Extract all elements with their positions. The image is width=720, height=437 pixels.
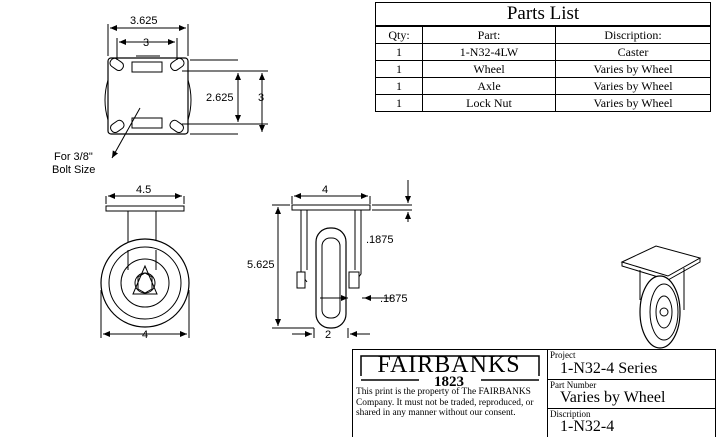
parts-list: Parts List Qty: Part: Discription: 1 1-N… (375, 2, 711, 112)
bolt-note-line1: For 3/8" (54, 151, 93, 163)
project-cell: Project 1-N32-4 Series (548, 350, 715, 380)
company-panel: FAIRBANKS 1823 This print is the propert… (353, 350, 548, 437)
top-view (104, 24, 268, 159)
isometric-view (620, 245, 702, 349)
dim-leg-thickness: .1875 (380, 293, 408, 305)
ownership-notice: This print is the property of The FAIRBA… (356, 387, 534, 418)
table-row: 1 Lock Nut Varies by Wheel (376, 94, 710, 111)
front-view (100, 196, 190, 338)
desc-cell: Varies by Wheel (555, 77, 710, 95)
part-cell: Wheel (422, 60, 556, 78)
description-cell: Discription 1-N32-4 (548, 409, 715, 437)
side-view (272, 196, 412, 338)
qty-cell: 1 (376, 94, 423, 111)
table-row: 1 Axle Varies by Wheel (376, 77, 710, 95)
dim-plate-length: 3 (258, 92, 264, 104)
project-value: 1-N32-4 Series (560, 360, 658, 377)
parts-table-header: Qty: Part: Discription: (376, 26, 710, 44)
dim-wheel-width: 2 (325, 329, 331, 341)
dim-front-top-width: 4.5 (136, 184, 151, 196)
desc-cell: Caster (555, 43, 710, 61)
dim-bolt-spacing-x: 3 (143, 37, 149, 49)
dim-plate-thickness: .1875 (366, 234, 394, 246)
dim-front-wheel-dia: 4 (142, 329, 148, 341)
top-dimension-lines (110, 25, 265, 132)
logo-frame (360, 355, 540, 381)
description-value: 1-N32-4 (560, 418, 615, 435)
part-cell: Lock Nut (422, 94, 556, 111)
qty-cell: 1 (376, 77, 423, 95)
description-label: Discription (550, 409, 591, 419)
desc-cell: Varies by Wheel (555, 60, 710, 78)
company-year: 1823 (434, 374, 464, 390)
side-dimension-lines (275, 180, 411, 337)
project-label: Project (550, 350, 576, 360)
part-number-cell: Part Number Varies by Wheel (548, 380, 715, 409)
table-row: 1 1-N32-4LW Caster (376, 43, 710, 61)
header-description: Discription: (555, 26, 710, 44)
parts-table: Qty: Part: Discription: 1 1-N32-4LW Cast… (376, 26, 710, 111)
part-number-value: Varies by Wheel (560, 389, 666, 406)
qty-cell: 1 (376, 60, 423, 78)
header-qty: Qty: (376, 26, 423, 44)
title-block: FAIRBANKS 1823 This print is the propert… (352, 349, 716, 437)
dim-plate-width: 3.625 (130, 15, 158, 27)
dim-overall-height: 5.625 (247, 259, 275, 271)
part-number-label: Part Number (550, 380, 597, 390)
header-part: Part: (422, 26, 556, 44)
table-row: 1 Wheel Varies by Wheel (376, 60, 710, 78)
qty-cell: 1 (376, 43, 423, 61)
part-cell: 1-N32-4LW (422, 43, 556, 61)
parts-list-title: Parts List (376, 3, 710, 26)
part-cell: Axle (422, 77, 556, 95)
desc-cell: Varies by Wheel (555, 94, 710, 111)
dim-bolt-spacing-y: 2.625 (206, 92, 234, 104)
dim-side-top-width: 4 (322, 184, 328, 196)
front-dimension-lines (103, 193, 187, 337)
bolt-note-line2: Bolt Size (52, 164, 95, 176)
